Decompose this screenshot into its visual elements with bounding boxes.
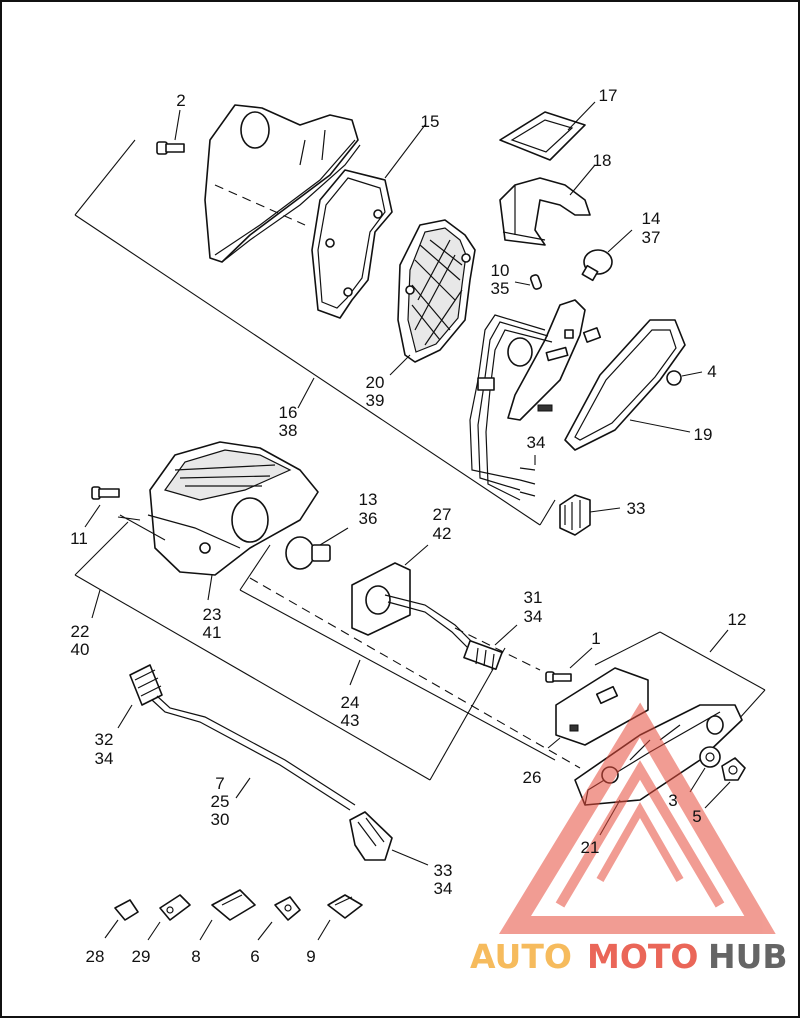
bulb-10 <box>514 274 543 290</box>
callout-c33b: 33 <box>434 861 453 880</box>
connector-31 <box>463 624 518 671</box>
callout-c35: 35 <box>491 279 510 298</box>
callout-c13: 13 <box>359 490 378 509</box>
callout-c5: 5 <box>692 807 701 826</box>
callout-c38: 38 <box>279 421 298 440</box>
screw-1 <box>545 647 593 683</box>
callout-c33a: 33 <box>627 499 646 518</box>
callout-c2: 2 <box>176 91 185 110</box>
callout-c23: 23 <box>203 605 222 624</box>
connector-33-top <box>559 494 621 536</box>
callout-c43: 43 <box>341 711 360 730</box>
assembly-dash-line <box>249 577 581 769</box>
callout-c32: 32 <box>95 730 114 749</box>
washer-3 <box>689 746 721 793</box>
nut-5 <box>704 757 746 809</box>
callout-c34a: 34 <box>527 433 546 452</box>
callout-c21: 21 <box>581 838 600 857</box>
nut-4 <box>666 370 703 386</box>
callout-c16: 16 <box>279 403 298 422</box>
callout-c37: 37 <box>642 228 661 247</box>
gasket-15 <box>311 124 426 319</box>
module-26 <box>547 667 649 749</box>
callout-c15: 15 <box>421 112 440 131</box>
callout-c34b: 34 <box>524 607 543 626</box>
clip-28 <box>104 899 139 939</box>
callout-c25: 25 <box>211 792 230 811</box>
bulb-13 <box>285 527 349 570</box>
callout-c34c: 34 <box>95 749 114 768</box>
callout-c1: 1 <box>591 629 600 648</box>
bulb-14 <box>581 229 633 282</box>
callout-c22: 22 <box>71 622 90 641</box>
main-housing <box>117 441 319 576</box>
callout-c3: 3 <box>668 791 677 810</box>
callout-c26: 26 <box>523 768 542 787</box>
callout-c42: 42 <box>433 524 452 543</box>
assembly-bracket-16 <box>74 139 556 526</box>
clip-29 <box>147 894 191 941</box>
watermark-text: AUTO MOTO HUB <box>470 937 788 976</box>
clip-9 <box>317 894 363 941</box>
socket-27 <box>351 544 481 656</box>
callout-c34d: 34 <box>434 879 453 898</box>
socket-plate <box>469 299 602 501</box>
watermark-hub: HUB <box>708 937 788 976</box>
watermark-moto: MOTO <box>587 937 698 976</box>
harness-7 <box>117 664 429 866</box>
assembly-bracket-24 <box>239 544 556 761</box>
callout-c39: 39 <box>366 391 385 410</box>
callout-c8: 8 <box>191 947 200 966</box>
callout-c6: 6 <box>250 947 259 966</box>
callout-c4: 4 <box>707 362 716 381</box>
assembly-bracket-22 <box>74 514 506 781</box>
callout-c20: 20 <box>366 373 385 392</box>
callout-c24: 24 <box>341 693 360 712</box>
gasket-19 <box>564 319 691 451</box>
watermark-auto: AUTO <box>470 937 572 976</box>
callout-c14: 14 <box>642 209 661 228</box>
callout-c10: 10 <box>491 261 510 280</box>
screw-11 <box>84 486 120 528</box>
callout-c31: 31 <box>524 588 543 607</box>
callout-c30: 30 <box>211 810 230 829</box>
callout-c18: 18 <box>593 151 612 170</box>
clip-6 <box>257 896 301 941</box>
cover-18 <box>499 164 596 246</box>
clip-8 <box>199 889 256 941</box>
callout-c27: 27 <box>433 505 452 524</box>
callout-c11: 11 <box>70 529 88 548</box>
callout-c9: 9 <box>306 947 315 966</box>
callout-c29: 29 <box>132 947 151 966</box>
watermark-logo <box>498 702 776 934</box>
lens-20 <box>389 219 476 376</box>
callout-c7: 7 <box>215 774 224 793</box>
callout-c28: 28 <box>86 947 105 966</box>
screw-2 <box>156 109 185 155</box>
assembly-dash-line-2 <box>454 627 541 671</box>
gasket-17 <box>499 101 596 161</box>
callout-c19: 19 <box>694 425 713 444</box>
callout-c36: 36 <box>359 509 378 528</box>
housing-top <box>204 104 361 263</box>
callout-c17: 17 <box>599 86 618 105</box>
callout-c12: 12 <box>728 610 747 629</box>
callout-c40: 40 <box>71 640 90 659</box>
callout-c41: 41 <box>203 623 222 642</box>
